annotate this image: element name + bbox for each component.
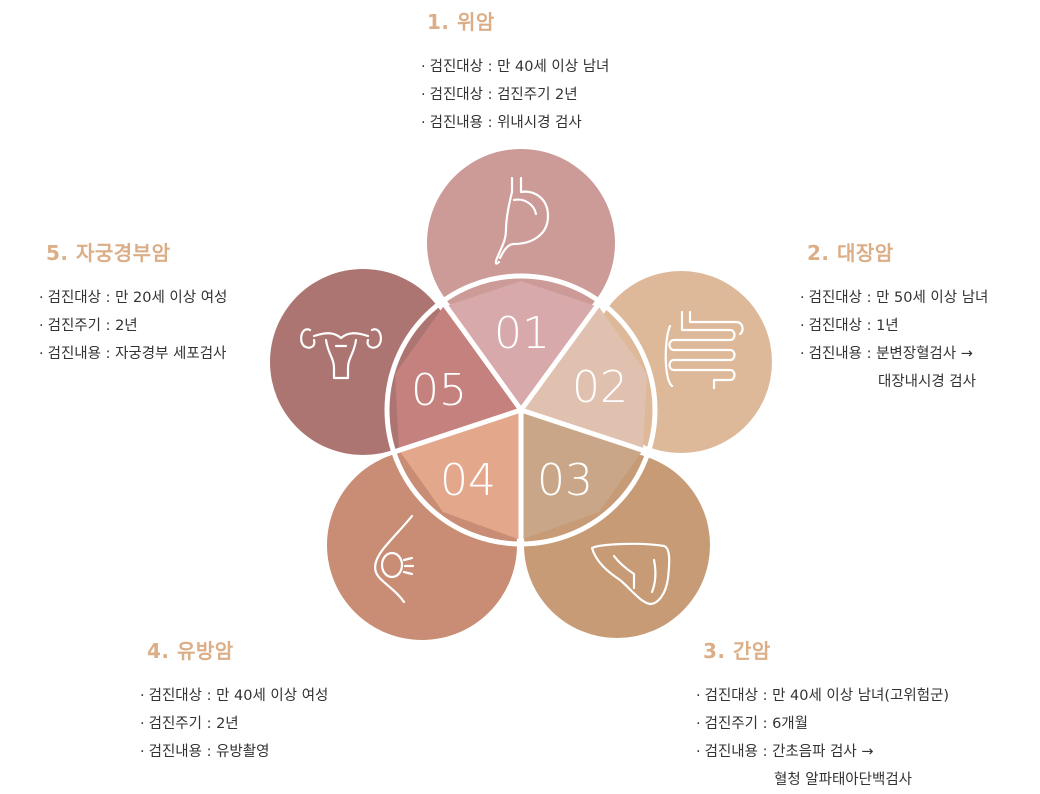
segment-number-4: 04	[440, 455, 496, 506]
info-line-text: 검진대상 : 만 40세 이상 남녀(고위험군)	[704, 688, 950, 704]
info-line-text: 검진대상 : 만 40세 이상 남녀	[429, 59, 610, 75]
info-block-cervical-cancer: 5. 자궁경부암 ·검진대상 : 만 20세 이상 여성 ·검진주기 : 2년 …	[39, 237, 227, 368]
bullet: ·	[696, 744, 701, 760]
info-line: ·검진내용 : 간초음파 검사 →	[696, 738, 949, 766]
bullet: ·	[800, 318, 805, 334]
info-line-text: 검진대상 : 만 20세 이상 여성	[47, 290, 228, 306]
info-line-text: 검진대상 : 1년	[808, 318, 899, 334]
info-line-text: 검진내용 : 분변장혈검사 →	[808, 346, 973, 362]
divider-line	[518, 299, 603, 413]
bullet: ·	[140, 716, 145, 732]
info-line: ·검진대상 : 검진주기 2년	[421, 81, 609, 109]
info-line: ·검진대상 : 만 20세 이상 여성	[39, 284, 227, 312]
info-line-text: 검진내용 : 자궁경부 세포검사	[47, 346, 227, 362]
info-line: ·검진내용 : 자궁경부 세포검사	[39, 340, 227, 368]
info-title-liver-cancer: 3. 간암	[703, 639, 771, 663]
breast-icon	[374, 514, 415, 604]
segment-number-2: 02	[572, 362, 628, 413]
info-line: ·검진대상 : 1년	[800, 312, 988, 340]
bullet: ·	[696, 716, 701, 732]
info-line-text: 검진내용 : 유방촬영	[148, 744, 270, 760]
info-block-colorectal-cancer: 2. 대장암 ·검진대상 : 만 50세 이상 남녀 ·검진대상 : 1년 ·검…	[800, 237, 988, 396]
segment-1	[443, 281, 599, 410]
segment-5	[395, 307, 521, 450]
info-title-cervical-cancer: 5. 자궁경부암	[46, 241, 171, 265]
info-title-colorectal-cancer: 2. 대장암	[807, 241, 894, 265]
info-line: ·검진주기 : 2년	[140, 710, 328, 738]
divider-line	[391, 407, 524, 455]
segment-number-5: 05	[411, 365, 467, 416]
info-line-text: 검진주기 : 2년	[148, 716, 239, 732]
divider-line	[440, 299, 524, 413]
info-line: ·검진주기 : 2년	[39, 312, 227, 340]
divider-line	[518, 407, 651, 455]
info-title-stomach-cancer: 1. 위암	[427, 10, 495, 34]
segment-number-1: 01	[494, 308, 550, 359]
info-line-text: 검진내용 : 간초음파 검사 →	[704, 744, 874, 760]
bullet: ·	[800, 346, 805, 362]
bullet: ·	[696, 688, 701, 704]
info-line-text: 검진대상 : 만 40세 이상 여성	[148, 688, 329, 704]
info-line-continuation: 혈청 알파태아단백검사	[774, 772, 913, 788]
liver-icon	[590, 542, 671, 606]
info-block-liver-cancer: 3. 간암 ·검진대상 : 만 40세 이상 남녀(고위험군) ·검진주기 : …	[696, 635, 949, 794]
info-block-stomach-cancer: 1. 위암 ·검진대상 : 만 40세 이상 남녀 ·검진대상 : 검진주기 2…	[421, 6, 609, 137]
info-line: ·검진내용 : 유방촬영	[140, 738, 328, 766]
bullet: ·	[140, 744, 145, 760]
info-line: ·검진대상 : 만 40세 이상 남녀(고위험군)	[696, 682, 949, 710]
info-block-breast-cancer: 4. 유방암 ·검진대상 : 만 40세 이상 여성 ·검진주기 : 2년 ·검…	[140, 635, 328, 766]
bullet: ·	[800, 290, 805, 306]
info-line: ·검진대상 : 만 50세 이상 남녀	[800, 284, 988, 312]
info-title-breast-cancer: 4. 유방암	[147, 639, 234, 663]
bullet: ·	[39, 290, 44, 306]
info-line-text: 검진대상 : 만 50세 이상 남녀	[808, 290, 989, 306]
info-line: ·검진대상 : 만 40세 이상 여성	[140, 682, 328, 710]
info-line: ·검진내용 : 위내시경 검사	[421, 109, 609, 137]
info-line: ·검진대상 : 만 40세 이상 남녀	[421, 53, 609, 81]
bullet: ·	[421, 115, 426, 131]
info-line-text: 검진내용 : 위내시경 검사	[429, 115, 582, 131]
info-line: ·검진내용 : 분변장혈검사 →	[800, 340, 988, 368]
stomach-icon	[494, 176, 550, 265]
intestine-icon	[664, 310, 744, 390]
bullet: ·	[421, 87, 426, 103]
bullet: ·	[421, 59, 426, 75]
bullet: ·	[140, 688, 145, 704]
info-line-text: 검진대상 : 검진주기 2년	[429, 87, 578, 103]
info-line-continuation: 대장내시경 검사	[878, 374, 976, 390]
segment-number-3: 03	[537, 455, 593, 506]
info-line-text: 검진주기 : 2년	[47, 318, 138, 334]
uterus-icon	[300, 328, 382, 380]
info-line: ·검진주기 : 6개월	[696, 710, 949, 738]
bullet: ·	[39, 346, 44, 362]
info-line-text: 검진주기 : 6개월	[704, 716, 808, 732]
bullet: ·	[39, 318, 44, 334]
segment-2	[521, 307, 647, 450]
